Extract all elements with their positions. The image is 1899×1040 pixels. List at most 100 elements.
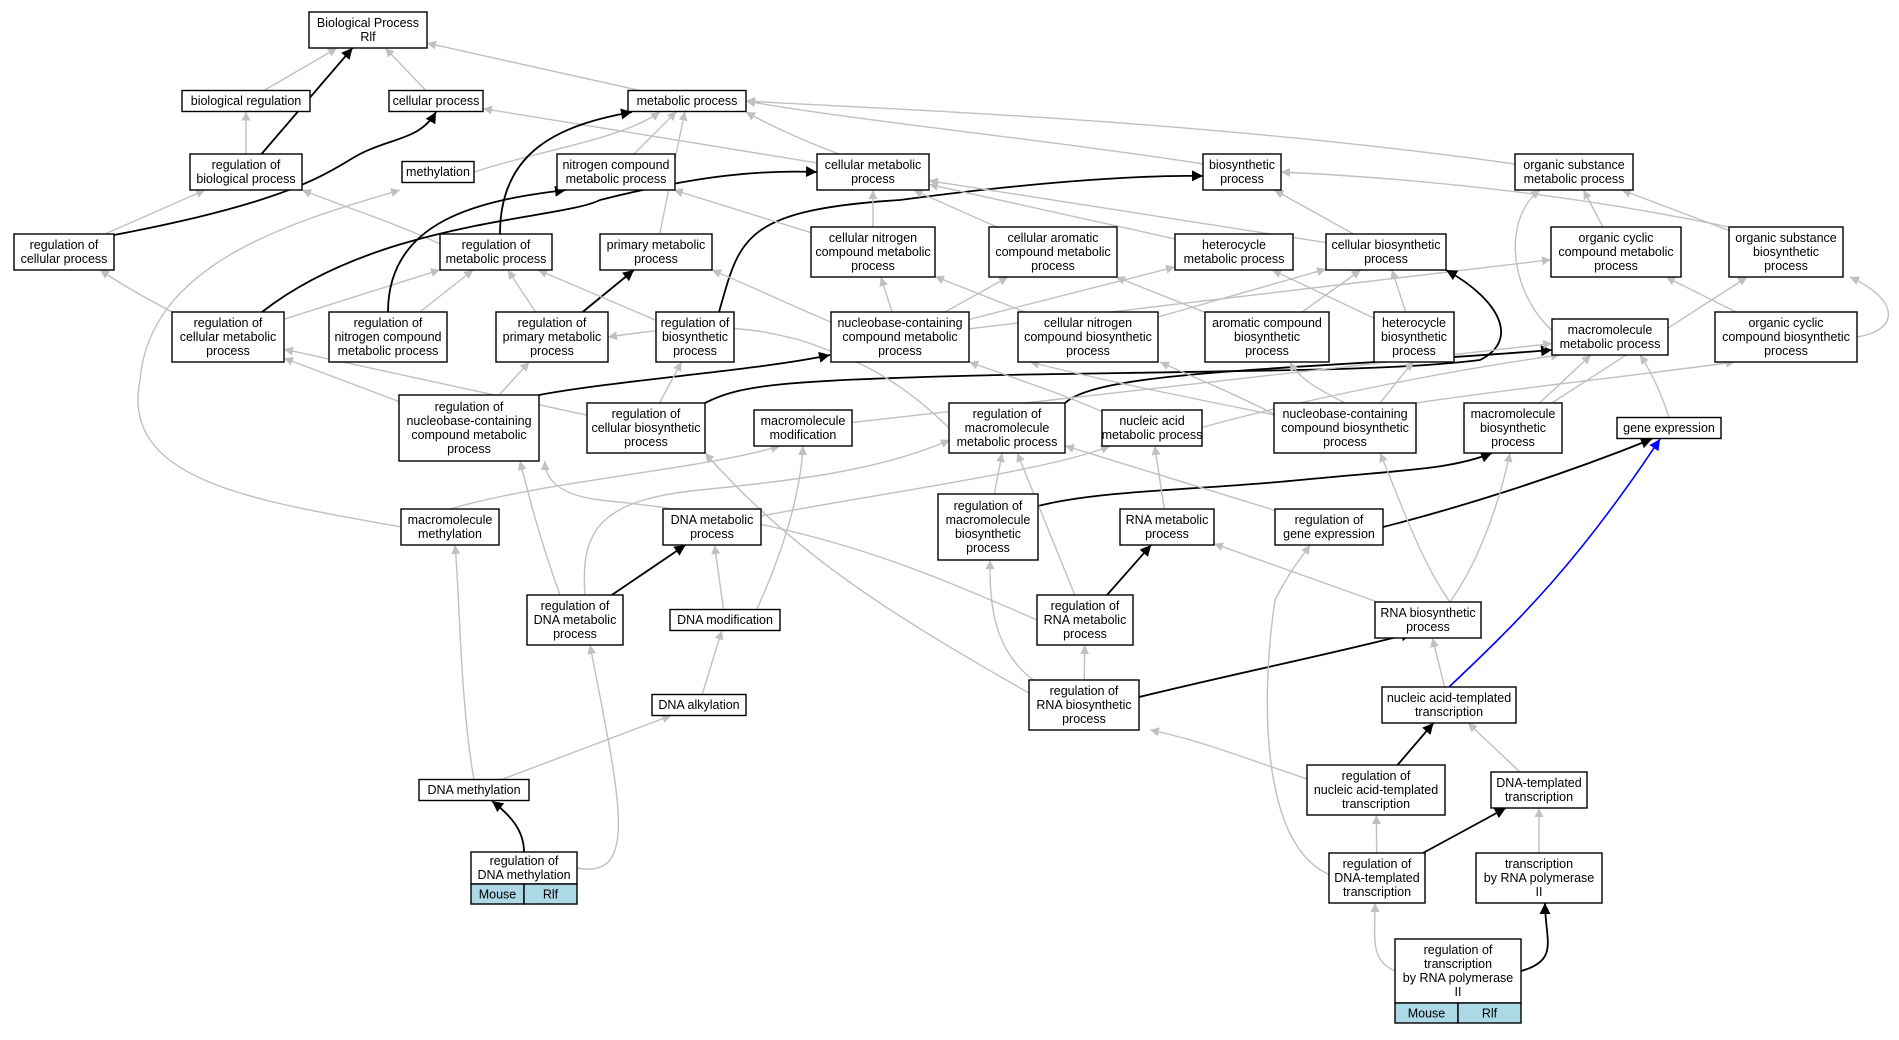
node-label-line: process (690, 527, 734, 541)
go-term-node-dnamod[interactable]: DNA modification (669, 608, 781, 632)
node-label-line: process (553, 627, 597, 641)
go-term-node-regnucbase[interactable]: regulation ofnucleobase-containingcompou… (398, 394, 540, 462)
node-label-line: process (624, 435, 668, 449)
edge-is-a-nucbasemetab-to-hetmetab (968, 264, 1176, 321)
node-box (388, 89, 484, 113)
node-label-line: process (1764, 259, 1808, 273)
edge-regulates-regcellmetab-to-cellmetab (261, 166, 818, 313)
edge-is-a-regcellmetab-to-regcell (99, 269, 173, 313)
edge-is-a-orgsubmetab-to-metab (745, 97, 1516, 165)
go-term-node-bioreg[interactable]: biological regulation (181, 89, 311, 113)
edge-is-a-hetmetab-to-cellmetab (928, 181, 1176, 240)
annotation-tag-box (1457, 1002, 1522, 1024)
edge-regulates-regdnameth-to-dnameth (491, 800, 525, 853)
go-term-node-cellproc[interactable]: cellular process (388, 89, 484, 113)
node-box (171, 311, 285, 363)
edge-is-a-cellbiosynth-to-cellmetab (928, 177, 1327, 244)
go-term-node-dnaalk[interactable]: DNA alkylation (651, 693, 747, 717)
node-box (1174, 233, 1294, 271)
node-box (1463, 402, 1563, 454)
go-term-node-dnameth[interactable]: DNA methylation (418, 778, 530, 802)
edge-is-a-regdna-to-regmacro (583, 439, 951, 596)
node-label-line: Biological Process (317, 16, 419, 30)
edge-is-a-orgcyclic-to-orgsubmetab (1582, 189, 1604, 228)
node-label-line: transcription (1343, 885, 1411, 899)
node-box (1273, 402, 1417, 454)
node-box (1728, 226, 1844, 278)
go-term-node-methylation[interactable]: methylation (401, 160, 475, 184)
node-label-line: RNA biosynthetic (1380, 606, 1475, 620)
go-term-node-regmacrobio[interactable]: regulation ofmacromoleculebiosyntheticpr… (937, 493, 1039, 561)
edge-regulates-regnucacidtx-to-nucacidtx (1396, 722, 1435, 766)
edge-is-a-regdnameth-to-regdna (576, 644, 620, 870)
node-box (1475, 852, 1603, 904)
node-label-line: biosynthetic (1480, 421, 1546, 435)
node-label-line: DNA alkylation (658, 698, 739, 712)
annotation-tag-box (523, 883, 578, 905)
edge-is-a-reggene-to-regmacro (1064, 444, 1276, 512)
node-label-line: methylation (418, 527, 482, 541)
node-label-line: regulation of (490, 854, 559, 868)
node-box (1714, 311, 1858, 363)
node-label-line: process (1063, 627, 1107, 641)
node-label-line: primary metabolic (503, 330, 602, 344)
node-label-line: nucleic acid-templated (1314, 783, 1438, 797)
node-label-line: cellular nitrogen (1044, 316, 1132, 330)
edge-is-a-regdna-to-regnucbase (517, 460, 561, 596)
node-label-line: aromatic compound (1212, 316, 1322, 330)
node-label-line: process (1364, 252, 1408, 266)
node-label-line: regulation of (661, 316, 730, 330)
node-label-line: cellular aromatic (1007, 231, 1098, 245)
edge-is-a-hetbio-to-hetmetab (1271, 269, 1375, 319)
go-term-node-geneexpr[interactable]: gene expression (1616, 416, 1722, 440)
go-term-node-metab[interactable]: metabolic process (627, 89, 747, 113)
node-label-line: regulation of (954, 499, 1023, 513)
